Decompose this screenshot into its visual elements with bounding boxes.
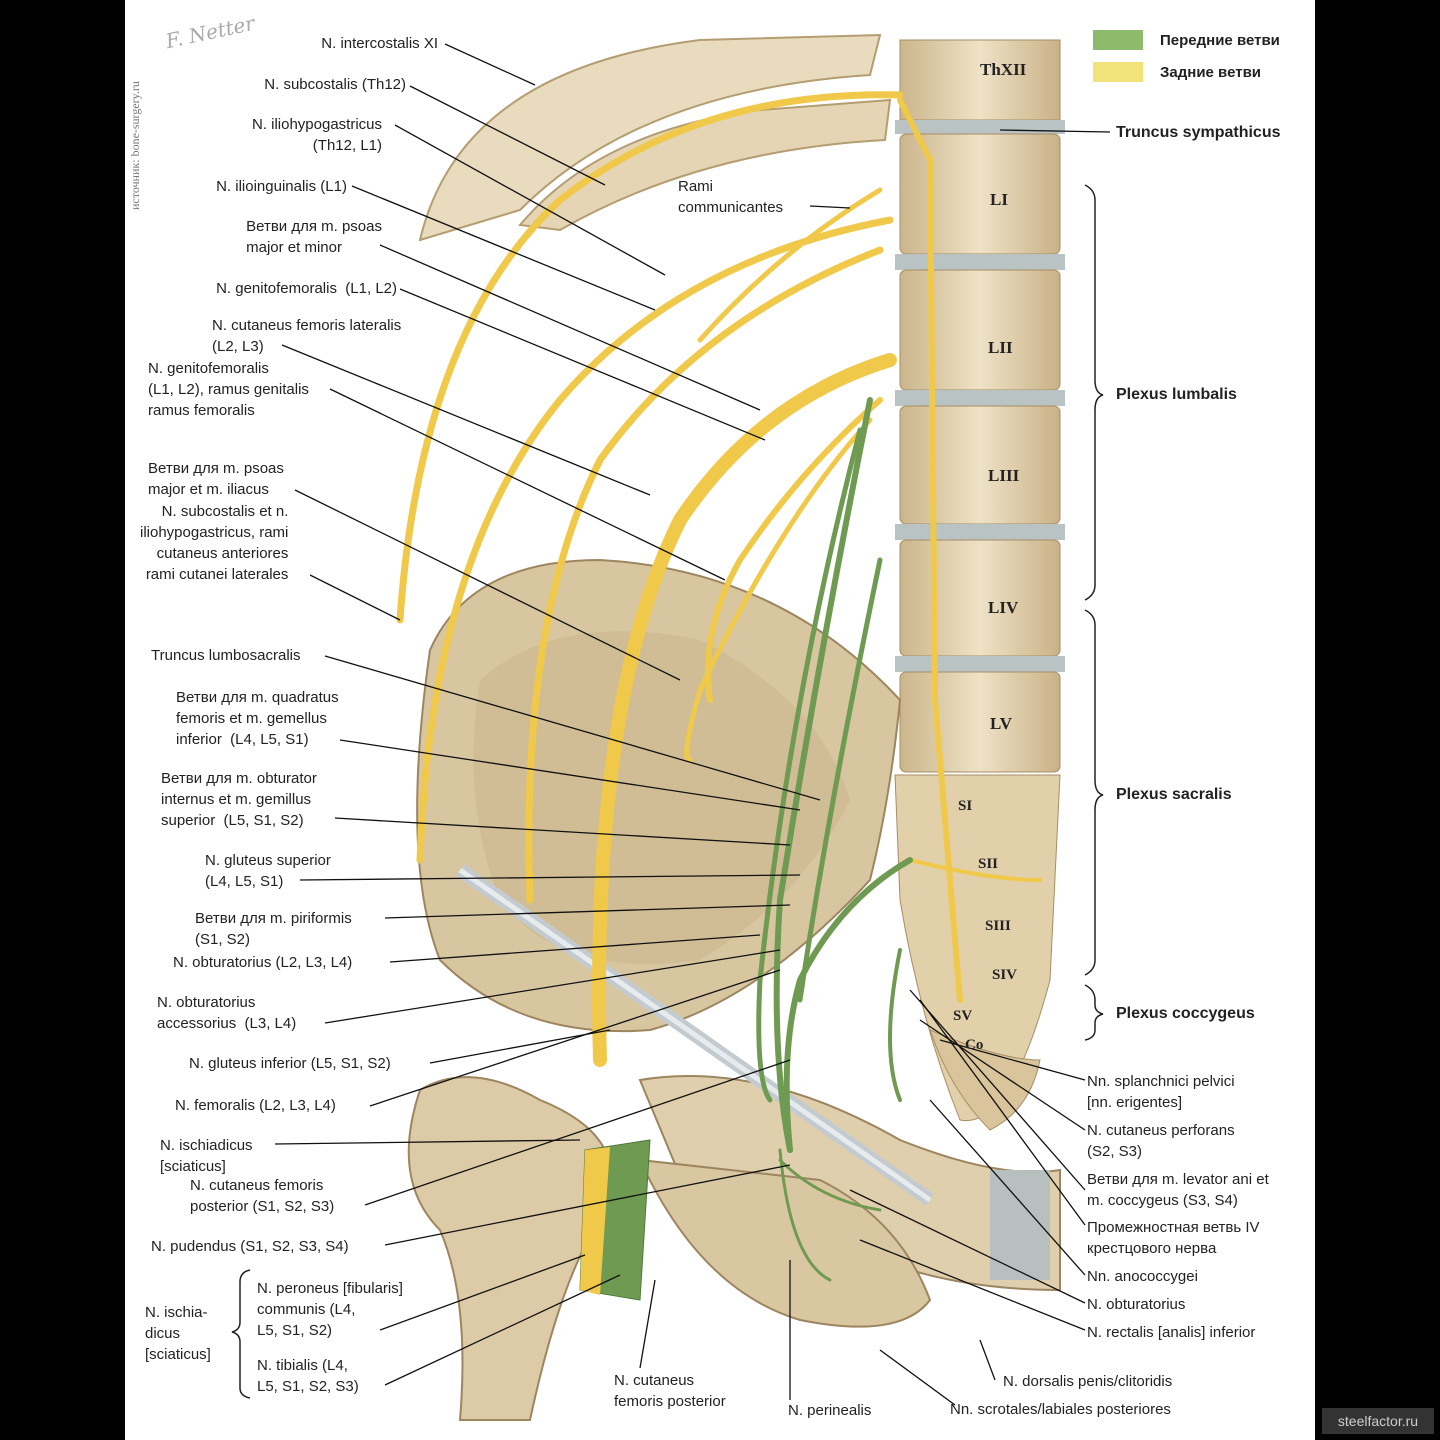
vertebral-column [894, 39, 1065, 1131]
vertebra-s1: SI [958, 798, 973, 814]
label-intercostalis-xi: N. intercostalis XI [321, 35, 438, 52]
label-gluteus-superior: N. gluteus superior (L4, L5, S1) [205, 852, 331, 890]
label-psoas-iliacus: Ветви для m. psoas major et m. iliacus [148, 460, 284, 498]
label-ischiadicus: N. ischiadicus [sciaticus] [160, 1137, 253, 1175]
vertebra-l4: LIV [988, 598, 1019, 617]
vertebra-s5: SV [953, 1008, 973, 1024]
vertebra-th12: ThXII [980, 60, 1027, 79]
label-subcostalis: N. subcostalis (Th12) [264, 76, 406, 93]
label-peroneus: N. peroneus [fibularis] communis (L4, L5… [257, 1280, 403, 1339]
legend-swatch-anterior [1093, 30, 1143, 50]
vertebra-s2: SII [978, 856, 999, 872]
label-dorsalis-penis: N. dorsalis penis/clitoridis [1003, 1373, 1173, 1390]
label-perinealis: N. perinealis [788, 1402, 872, 1419]
label-genitofemoralis: N. genitofemoralis (L1, L2) [216, 280, 397, 297]
vertebra-l2: LII [988, 338, 1013, 357]
label-obturatorius-accessorius: N. obturatorius accessorius (L3, L4) [157, 994, 297, 1032]
label-obturatorius-right: N. obturatorius [1087, 1296, 1186, 1313]
label-cutaneus-femoris-posterior-bottom: N. cutaneus femoris posterior [614, 1372, 726, 1410]
posterior-rami-nerves [396, 91, 1042, 1067]
label-subcostalis-rami: N. subcostalis et n. iliohypogastricus, … [140, 503, 289, 583]
label-plexus-lumbalis: Plexus lumbalis [1116, 386, 1237, 403]
label-ilioinguinalis: N. ilioinguinalis (L1) [216, 178, 347, 195]
label-splanchnici-pelvici: Nn. splanchnici pelvici [nn. erigentes] [1087, 1073, 1235, 1111]
label-femoralis: N. femoralis (L2, L3, L4) [175, 1097, 336, 1114]
label-scrotales-labiales: Nn. scrotales/labiales posteriores [950, 1401, 1171, 1418]
rib-12 [418, 33, 882, 242]
label-pudendus: N. pudendus (S1, S2, S3, S4) [151, 1238, 349, 1255]
label-iliohypogastricus: N. iliohypogastricus (Th12, L1) [251, 116, 382, 154]
watermark: steelfactor.ru [1322, 1408, 1434, 1434]
label-plexus-sacralis: Plexus sacralis [1116, 786, 1232, 803]
label-anococcygei: Nn. anococcygei [1087, 1268, 1198, 1285]
vertebra-co: Co [965, 1037, 984, 1053]
label-cutaneus-femoris-lateralis: N. cutaneus femoris lateralis (L2, L3) [212, 317, 402, 355]
label-quadratus-femoris: Ветви для m. quadratus femoris et m. gem… [176, 689, 339, 748]
legend-label-posterior: Задние ветви [1160, 64, 1262, 81]
label-cutaneus-perforans: N. cutaneus perforans (S2, S3) [1087, 1122, 1235, 1160]
label-plexus-coccygeus: Plexus coccygeus [1116, 1005, 1255, 1022]
vertebra-s4: SIV [992, 967, 1018, 983]
label-truncus-lumbosacralis: Truncus lumbosacralis [151, 647, 301, 664]
label-ischiadicus-group: N. ischia- dicus [sciaticus] [145, 1304, 211, 1363]
label-rami-communicantes: Rami communicantes [678, 178, 784, 216]
label-genitofemoralis-rami: N. genitofemoralis (L1, L2), ramus genit… [148, 360, 309, 419]
leader-lines [274, 43, 1111, 1406]
source-caption: источник: bone-surgery.ru [128, 81, 142, 210]
vertebra-s3: SIII [985, 918, 1011, 934]
legend-label-anterior: Передние ветви [1160, 32, 1280, 49]
label-piriformis: Ветви для m. piriformis (S1, S2) [195, 910, 352, 948]
label-gluteus-inferior: N. gluteus inferior (L5, S1, S2) [189, 1055, 391, 1072]
label-truncus-sympathicus: Truncus sympathicus [1116, 124, 1281, 141]
femur [407, 1076, 613, 1421]
legend-swatch-posterior [1093, 62, 1143, 82]
anterior-rami-nerves [756, 397, 913, 1282]
vertebra-l5: LV [990, 714, 1013, 733]
vertebra-l3: LIII [988, 466, 1020, 485]
label-cutaneus-femoris-posterior: N. cutaneus femoris posterior (S1, S2, S… [190, 1177, 335, 1215]
label-obturator-internus: Ветви для m. obturator internus et m. ge… [161, 770, 317, 829]
label-psoas-major-minor: Ветви для m. psoas major et minor [246, 218, 382, 256]
vertebra-l1: LI [990, 190, 1008, 209]
label-tibialis: N. tibialis (L4, L5, S1, S2, S3) [257, 1357, 359, 1395]
label-obturatorius: N. obturatorius (L2, L3, L4) [173, 954, 353, 971]
label-levator-ani: Ветви для m. levator ani et m. coccygeus… [1087, 1171, 1269, 1209]
label-rectalis-inferior: N. rectalis [analis] inferior [1087, 1324, 1256, 1341]
plexus-brackets [231, 184, 1104, 1399]
rib-11 [518, 98, 892, 232]
ischium [638, 1158, 932, 1328]
label-perineal-branch-s4: Промежностная ветвь IV крестцового нерва [1087, 1219, 1260, 1257]
